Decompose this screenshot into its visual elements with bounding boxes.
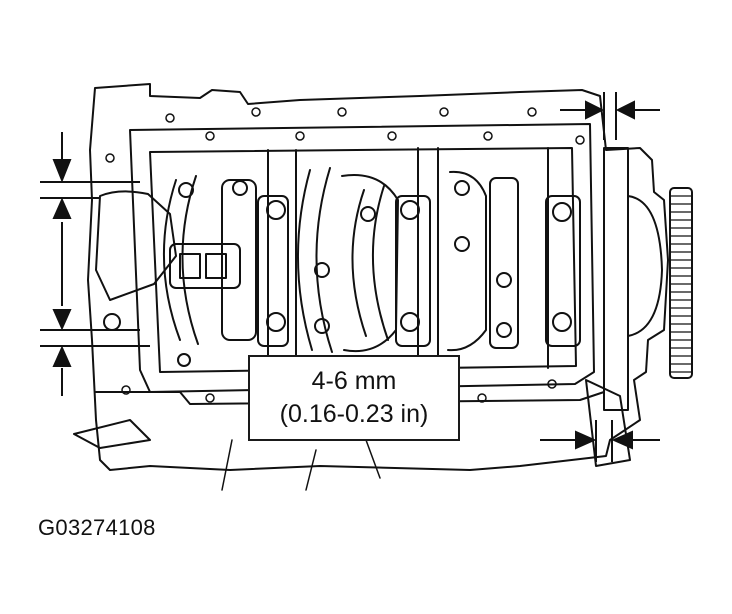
- ring-gear: [669, 187, 693, 379]
- connector-pin-2: [205, 253, 227, 279]
- dimension-arrows-top-right: [560, 92, 660, 140]
- rod-cap-3: [395, 195, 431, 347]
- callout-metric: 4-6 mm: [311, 367, 397, 395]
- lower-bracket-left: [73, 419, 151, 449]
- dimension-callout: 4-6 mm (0.16-0.23 in): [248, 355, 460, 441]
- rod-cap-4: [489, 177, 519, 349]
- connector-pin-1: [179, 253, 201, 279]
- front-cover: [95, 190, 177, 301]
- bulkhead-1: [267, 149, 297, 373]
- connector-housing: [169, 243, 241, 289]
- crank-web-5: [351, 185, 389, 341]
- flywheel-plate: [603, 147, 629, 411]
- rod-cap-2: [257, 195, 289, 347]
- rod-cap-5: [545, 195, 581, 347]
- bedplate-inner: [149, 147, 577, 373]
- lower-bracket-right: [585, 379, 631, 467]
- rod-cap-1: [221, 179, 257, 341]
- callout-imperial: (0.16-0.23 in): [279, 400, 429, 428]
- ring-gear-teeth: [669, 195, 693, 373]
- frame-bolt-holes: [105, 107, 585, 403]
- flywheel-hub: [627, 195, 663, 337]
- bedplate-frame: [129, 123, 595, 393]
- block-outline: [87, 83, 669, 471]
- crank-web-3: [341, 174, 399, 352]
- bulkhead-2: [417, 147, 439, 369]
- figure-id: G03274108: [38, 515, 156, 540]
- dimension-arrows-left: [40, 132, 150, 396]
- bearing-bolts: [103, 180, 572, 367]
- dimension-arrows-bottom-right: [540, 420, 660, 462]
- crank-web-2: [297, 167, 333, 353]
- crank-web-4: [447, 170, 487, 352]
- leader-lines: [221, 439, 381, 491]
